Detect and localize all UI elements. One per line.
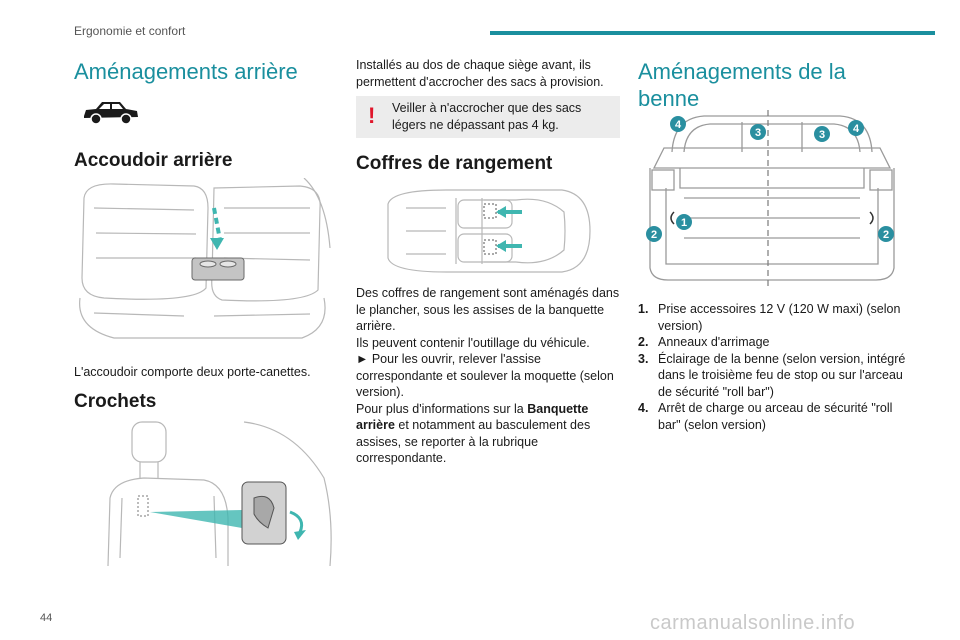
- callout-3-left-label: 3: [755, 127, 761, 139]
- storage-paragraph-3: ► Pour les ouvrir, relever l'assise corr…: [356, 352, 614, 399]
- storage-paragraph-2: Ils peuvent contenir l'outillage du véhi…: [356, 335, 590, 350]
- watermark-text: carmanualsonline.info: [650, 612, 856, 634]
- section-title: Ergonomie et confort: [74, 24, 186, 38]
- callout-3-right-label: 3: [819, 129, 825, 141]
- armrest-text: L'accoudoir comporte deux porte-canettes…: [74, 365, 311, 379]
- warning-box: ! Veiller à n'accrocher que des sacs lég…: [356, 96, 620, 138]
- list-item: 3.Éclairage de la benne (selon version, …: [638, 351, 906, 399]
- callout-3-right: [814, 126, 830, 142]
- floor-storage-illustration: [387, 189, 591, 273]
- callout-1-label: 1: [681, 217, 687, 229]
- storage-heading: Coffres de rangement: [356, 153, 553, 174]
- callout-2-right-label: 2: [883, 229, 889, 241]
- storage-paragraph-4: Pour plus d'informations sur la Banquett…: [356, 401, 591, 466]
- page-number: 44: [40, 612, 53, 624]
- header-accent-bar: [490, 31, 935, 35]
- hooks-heading: Crochets: [74, 391, 157, 412]
- seat-hook-illustration: [107, 421, 332, 566]
- callout-2-left-label: 2: [651, 229, 657, 241]
- armrest-heading: Accoudoir arrière: [74, 150, 233, 171]
- rear-bench-link-text: Banquette arrière: [356, 401, 589, 433]
- bed-features-list: 1.Prise accessoires 12 V (120 W maxi) (s…: [638, 301, 908, 433]
- list-item: 4.Arrêt de charge ou arceau de sécurité …: [638, 401, 893, 432]
- car-silhouette-icon: [84, 102, 138, 125]
- callout-3-left: [750, 124, 766, 140]
- callout-2-right: [878, 226, 894, 242]
- callout-4-right-label: 4: [853, 123, 860, 135]
- callout-4-left-label: 4: [675, 119, 682, 131]
- list-item: 1.Prise accessoires 12 V (120 W maxi) (s…: [638, 302, 901, 333]
- list-item: 2.Anneaux d'arrimage: [638, 335, 770, 349]
- callout-1: [676, 214, 692, 230]
- callout-4-right: [848, 120, 864, 136]
- callout-2-left: [646, 226, 662, 242]
- hooks-text: Installés au dos de chaque siège avant, …: [356, 58, 604, 89]
- warning-exclamation-icon: !: [368, 103, 376, 128]
- callout-4-left: [670, 116, 686, 132]
- warning-text: Veiller à n'accrocher que des sacs léger…: [392, 101, 582, 132]
- storage-description: Des coffres de rangement sont aménagés d…: [356, 285, 620, 467]
- section-heading-rear: Aménagements arrière: [74, 59, 298, 84]
- truck-bed-illustration: 1 2 2 3 3 4 4: [646, 110, 895, 288]
- rear-armrest-illustration: [79, 178, 331, 339]
- section-heading-bed: Aménagements de la benne: [638, 59, 846, 111]
- storage-paragraph-1: Des coffres de rangement sont aménagés d…: [356, 286, 620, 333]
